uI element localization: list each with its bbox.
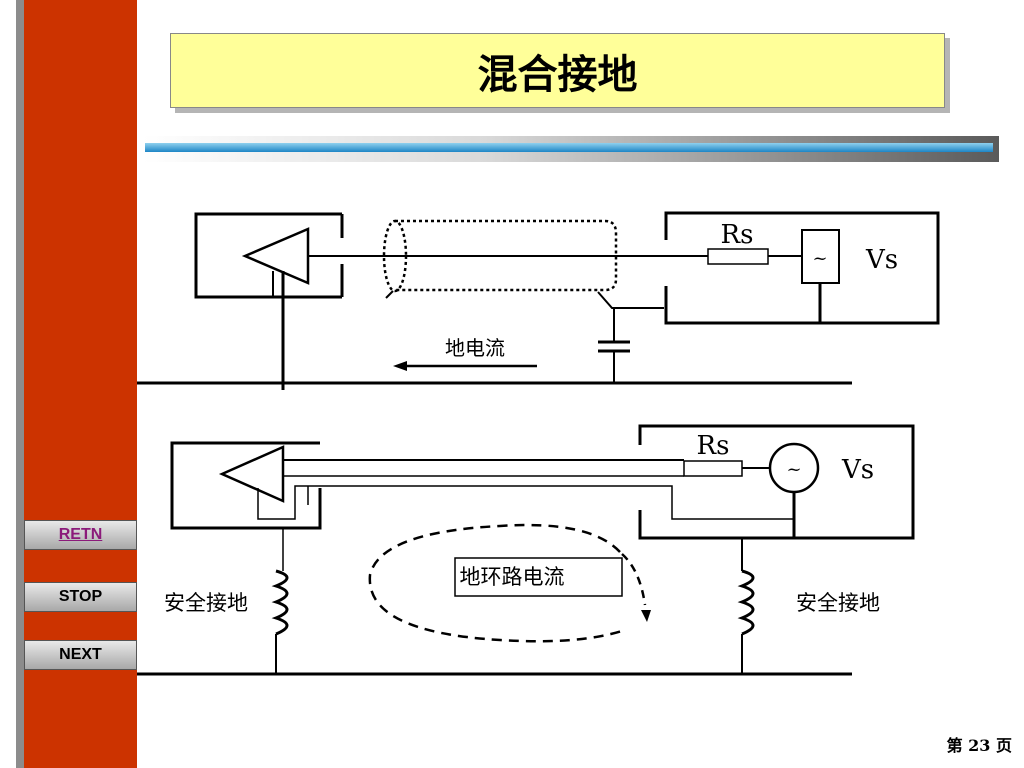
top-circuit xyxy=(137,211,940,390)
stop-button[interactable]: STOP xyxy=(24,582,137,612)
ground-loop-current-arrow xyxy=(368,523,647,643)
slide-title: 混合接地 xyxy=(170,33,945,108)
top-source-label: Vs xyxy=(865,245,898,275)
top-resistor xyxy=(707,248,769,265)
page-number: 第 23 页 xyxy=(946,736,1012,755)
top-current-label: 地电流 xyxy=(445,336,505,360)
sidebar-shadow xyxy=(16,0,26,768)
bottom-source-symbol: ~ xyxy=(786,459,801,480)
bottom-amplifier-triangle xyxy=(218,445,285,503)
ground-loop-arrowhead xyxy=(641,610,651,622)
top-amplifier-triangle xyxy=(241,227,310,285)
bottom-resistor xyxy=(683,460,743,477)
bottom-source-label: Vs xyxy=(841,455,874,485)
loop-current-label-box xyxy=(454,557,623,597)
loop-current-label: 地环路电流 xyxy=(460,565,565,589)
top-source-symbol: ~ xyxy=(812,248,827,269)
right-ground-label: 安全接地 xyxy=(796,591,880,615)
top-resistor-label: Rs xyxy=(721,220,754,250)
bottom-source-box xyxy=(638,424,915,540)
bottom-left-inductor xyxy=(271,569,289,636)
top-amplifier-box xyxy=(194,212,342,299)
left-ground-label: 安全接地 xyxy=(164,591,248,615)
top-ground-current-arrow xyxy=(393,361,537,371)
next-button[interactable]: NEXT xyxy=(24,640,137,670)
bottom-amplifier-box xyxy=(170,441,322,530)
bottom-circuit xyxy=(137,424,915,676)
top-cable-shield-end xyxy=(382,219,408,293)
bottom-resistor-label: Rs xyxy=(697,431,730,461)
top-source-box xyxy=(664,211,940,325)
retn-button[interactable]: RETN xyxy=(24,520,137,550)
top-shield-drain xyxy=(597,291,664,309)
title-rule xyxy=(145,143,993,152)
bottom-shield-wire xyxy=(257,485,794,520)
bottom-right-inductor xyxy=(737,569,755,636)
